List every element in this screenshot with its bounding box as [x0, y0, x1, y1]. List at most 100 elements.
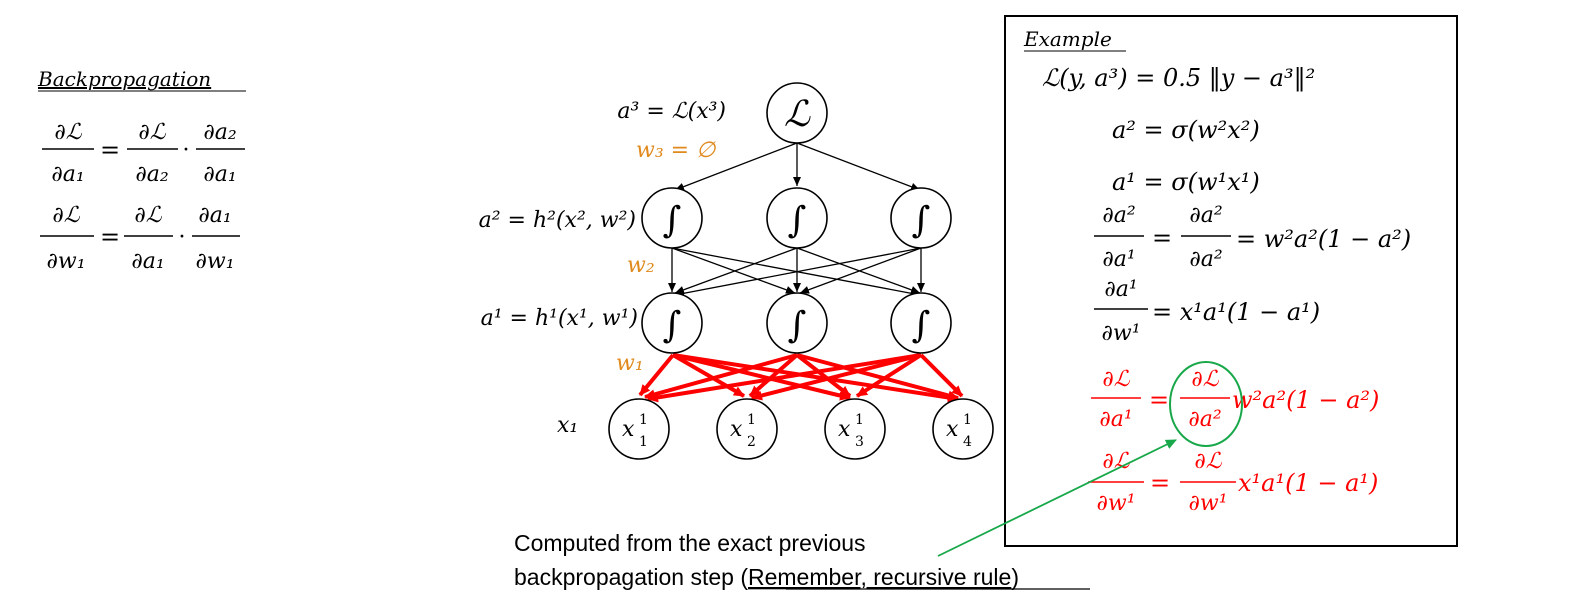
eq2-equals: =: [100, 223, 120, 251]
sigmoid-node: [766, 187, 828, 249]
input-node-4: x 1 4: [932, 398, 994, 460]
caption-line2-prefix: backpropagation step (: [514, 564, 748, 590]
eq2-r2-den: ∂w₁: [195, 249, 234, 274]
red1-d2: ∂a²: [1188, 407, 1221, 432]
eq2-lhs-num: ∂ℒ: [52, 203, 80, 228]
caption-line1: Computed from the exact previous: [514, 530, 866, 556]
sigmoid-icon: ∫: [663, 200, 682, 241]
input-base: x: [730, 417, 743, 442]
edges-w2: [668, 247, 925, 298]
sigmoid-node: [766, 292, 828, 354]
red1-d1: ∂a¹: [1099, 407, 1132, 432]
sigmoid-node: [890, 292, 952, 354]
network: ℒ ∫ ∫ ∫ ∫ ∫ ∫ x 1 1: [479, 82, 994, 460]
red1-n2: ∂ℒ: [1191, 367, 1219, 392]
sigmoid-icon: ∫: [912, 305, 931, 346]
example-box: Example ℒ(y, a³) = 0.5 ‖y − a³‖² a² = σ(…: [1004, 15, 1458, 547]
input-sup: 1: [963, 412, 972, 428]
red2-d2: ∂w¹: [1188, 491, 1227, 516]
deriv1-n2: ∂a²: [1189, 203, 1222, 228]
eq1-r1-num: ∂ℒ: [138, 120, 166, 145]
deriv-a2-a1: ∂a² ∂a¹ = ∂a² ∂a² = w²a²(1 − a²): [1094, 203, 1411, 272]
example-title: Example: [1023, 27, 1112, 51]
eq1-equals: =: [100, 136, 120, 164]
eq-a1: a¹ = σ(w¹x¹): [1112, 168, 1260, 196]
deriv1-equals: =: [1152, 224, 1172, 252]
input-base: x: [622, 417, 635, 442]
eq-loss: ℒ(y, a³) = 0.5 ‖y − a³‖²: [1042, 64, 1315, 93]
input-sub: 2: [747, 434, 756, 450]
edges-w1: [638, 353, 964, 403]
loss-symbol: ℒ: [784, 94, 811, 135]
deriv1-d2: ∂a²: [1189, 247, 1222, 272]
edges-loss: [674, 142, 921, 191]
red2-rhs: x¹a¹(1 − a¹): [1238, 469, 1378, 497]
red2-equals: =: [1150, 469, 1170, 497]
input-node-3: x 1 3: [824, 398, 886, 460]
caption-line2-suffix: ): [1011, 564, 1019, 590]
eq2-lhs-den: ∂w₁: [46, 249, 85, 274]
input-sup: 1: [855, 412, 864, 428]
deriv2-rhs: = x¹a¹(1 − a¹): [1152, 298, 1320, 326]
eq1-r2-num: ∂a₂: [203, 120, 236, 145]
edge-l-2a: [674, 142, 798, 191]
input-sup: 1: [747, 412, 756, 428]
label-w1: w₁: [616, 351, 644, 376]
caption-recursive-rule: Remember, recursive rule: [748, 564, 1011, 590]
chain-rule-eq2: ∂ℒ ∂w₁ = ∂ℒ ∂a₁ · ∂a₁ ∂w₁: [40, 203, 240, 274]
edge-l-2c: [796, 142, 921, 191]
red1-rhs: w²a²(1 − a²): [1232, 386, 1379, 414]
input-node-2: x 1 2: [716, 398, 778, 460]
sigmoid-node: [890, 187, 952, 249]
red1-n1: ∂ℒ: [1102, 367, 1130, 392]
layer2-nodes: ∫ ∫ ∫: [641, 187, 952, 249]
input-base: x: [838, 417, 851, 442]
eq1-lhs-num: ∂ℒ: [54, 120, 82, 145]
sigmoid-node: [641, 187, 703, 249]
caption-line2: backpropagation step (Remember, recursiv…: [514, 564, 1019, 590]
red1-equals: =: [1149, 386, 1169, 414]
highlight-circle: [1169, 361, 1243, 447]
eq2-r1-den: ∂a₁: [131, 249, 164, 274]
label-a2: a² = h²(x², w²): [479, 208, 636, 233]
deriv1-d1: ∂a¹: [1102, 247, 1135, 272]
eq1-r2-den: ∂a₁: [203, 162, 236, 187]
eq1-r1-den: ∂a₂: [135, 162, 168, 187]
input-sub: 1: [639, 434, 648, 450]
pointer-arrow: [937, 439, 1177, 557]
input-nodes: x 1 1 x 1 2 x 1 3 x 1 4: [608, 398, 994, 460]
sigmoid-icon: ∫: [788, 305, 807, 346]
eq-a2: a² = σ(w²x²): [1112, 116, 1260, 144]
deriv-a1-w1: ∂a¹ ∂w¹ = x¹a¹(1 − a¹): [1094, 277, 1320, 346]
eq1-dot: ·: [183, 138, 190, 163]
left-panel: Backpropagation ∂ℒ ∂a₁ = ∂ℒ ∂a₂ · ∂a₂ ∂a…: [37, 67, 246, 274]
input-sup: 1: [639, 412, 648, 428]
eq1-lhs-den: ∂a₁: [51, 162, 84, 187]
red2-d1: ∂w¹: [1096, 491, 1135, 516]
input-sub: 3: [855, 434, 864, 450]
deriv2-n1: ∂a¹: [1104, 277, 1137, 302]
label-w2: w₂: [627, 253, 655, 278]
chain-rule-eq1: ∂ℒ ∂a₁ = ∂ℒ ∂a₂ · ∂a₂ ∂a₁: [42, 120, 245, 187]
label-x1: x₁: [557, 413, 578, 438]
red-deriv-loss-a1: ∂ℒ ∂a¹ = ∂ℒ ∂a² w²a²(1 − a²): [1091, 367, 1379, 432]
sigmoid-icon: ∫: [788, 200, 807, 241]
deriv2-d1: ∂w¹: [1101, 321, 1140, 346]
backprop-title: Backpropagation: [37, 67, 211, 91]
sigmoid-icon: ∫: [912, 200, 931, 241]
input-base: x: [946, 417, 959, 442]
example-frame: [1004, 15, 1458, 547]
eq2-r1-num: ∂ℒ: [134, 203, 162, 228]
red-deriv-loss-w1: ∂ℒ ∂w¹ = ∂ℒ ∂w¹ x¹a¹(1 − a¹): [1088, 449, 1378, 516]
label-w3: w₃ = ∅: [636, 138, 716, 163]
deriv1-n1: ∂a²: [1102, 203, 1135, 228]
caption: Computed from the exact previous backpro…: [514, 530, 1090, 590]
sigmoid-node: [641, 292, 703, 354]
eq2-r2-num: ∂a₁: [198, 203, 231, 228]
red2-n1: ∂ℒ: [1102, 449, 1130, 474]
deriv1-rhs: = w²a²(1 − a²): [1236, 225, 1411, 253]
input-node-1: x 1 1: [608, 398, 670, 460]
eq2-dot: ·: [179, 225, 186, 250]
sigmoid-icon: ∫: [663, 305, 682, 346]
